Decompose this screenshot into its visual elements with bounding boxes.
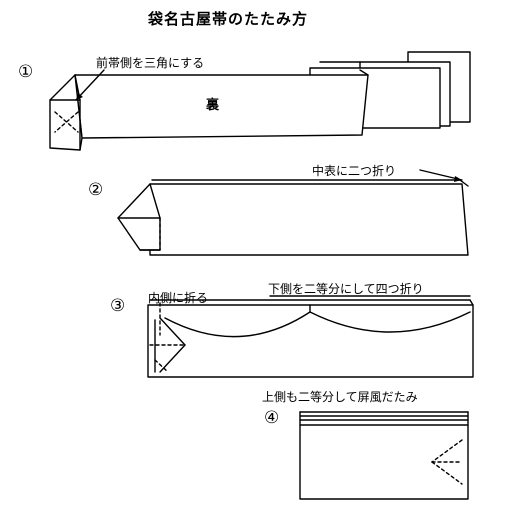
step-1-triangle-fold — [50, 75, 82, 150]
step-4-label: 上側も二等分して屏風だたみ — [262, 390, 418, 404]
diagram-title: 袋名古屋帯のたたみ方 — [148, 10, 309, 28]
step-4-hidden-triangle — [432, 440, 462, 484]
step-1-number: ① — [18, 62, 34, 82]
step-4-folded-obi — [300, 425, 468, 499]
step-2-label: 中表に二つ折り — [312, 164, 397, 178]
step-3-obi-strip — [148, 305, 473, 377]
step-2-obi-strip — [150, 184, 468, 255]
step-3-label: 下側を二等分にして四つ折り — [268, 282, 424, 296]
step-2-number: ② — [88, 180, 104, 200]
step-4-number: ④ — [264, 408, 280, 428]
step-1-figure — [50, 52, 470, 150]
step-1-label: 前帯側を三角にする — [96, 56, 205, 70]
step-2-figure — [118, 170, 468, 255]
step-1-arrow — [76, 70, 104, 100]
step-2-triangle-tip — [118, 184, 160, 250]
step-4-figure — [300, 412, 468, 499]
step-3-inner-fold — [150, 318, 185, 372]
step-1-reverse-side-label: 裏 — [206, 98, 220, 113]
step-1-obi-strip — [75, 75, 368, 138]
step-3-number: ③ — [110, 296, 126, 316]
step-3-label-left: 内側に折る — [148, 291, 209, 305]
step-3-figure — [148, 296, 473, 377]
